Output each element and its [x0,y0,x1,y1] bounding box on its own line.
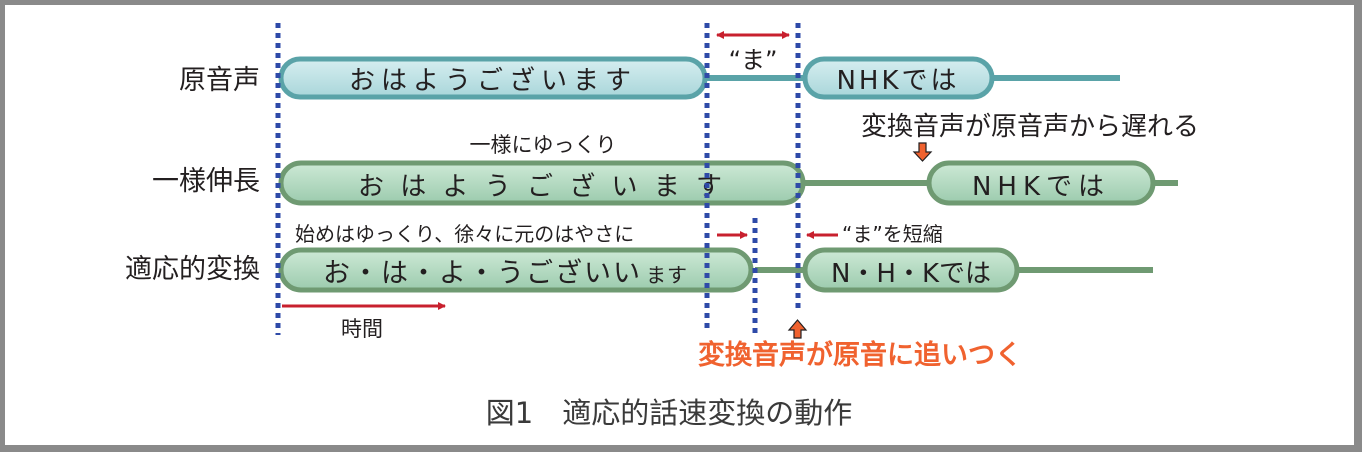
adaptive-segment-small: ます [646,263,688,287]
pause-label: “ま” [729,46,778,74]
adaptive-note: 始めはゆっくり、徐々に元のはやさに [295,222,634,246]
figure-caption: 図1 適応的話速変換の動作 [486,396,852,430]
uniform-segment-ohayou-text: お は よ う ご ざ い ま す [358,172,726,202]
delay-down-arrow-icon [912,142,933,162]
original-segment-ohayou-text: おはようございます [349,66,637,96]
shorten-note: “ま”を短縮 [842,222,943,246]
row-label-original: 原音声 [179,65,260,96]
original-segment-nhk-text: NHKでは [836,66,959,96]
original-segment-ohayou: おはようございます [278,56,708,100]
adaptive-segment-nhk: N・H・Kでは [802,247,1020,293]
adaptive-segment-nhk-text: N・H・Kでは [831,259,991,289]
row-label-adaptive: 適応的変換 [125,254,260,285]
uniform-segment-nhk-text: NHKでは [972,172,1110,202]
adaptive-segment-ohayou: お・は・よ・うございいます [278,247,754,293]
time-label: 時間 [341,317,383,341]
uniform-segment-nhk: NHKでは [926,160,1156,206]
row-label-uniform: 一様伸長 [152,166,260,197]
adaptive-segment-ohayou-text: お・は・よ・うございいます [323,258,688,289]
catch-up-up-arrow-icon [787,319,808,339]
catch-up-note: 変換音声が原音に追いつく [698,339,1022,371]
adaptive-segment-main: お・は・よ・うございい [323,258,642,289]
diagram-canvas: 原音声 一様伸長 適応的変換 おはようございます NHKでは 一様にゆっくり お… [125,23,1199,430]
delay-note: 変換音声が原音声から遅れる [861,112,1199,142]
original-segment-nhk: NHKでは [802,56,995,100]
uniform-segment-ohayou: お は よ う ご ざ い ま す [278,160,806,206]
figure-frame: 原音声 一様伸長 適応的変換 おはようございます NHKでは 一様にゆっくり お… [5,5,1354,445]
uniform-note: 一様にゆっくり [470,133,617,157]
